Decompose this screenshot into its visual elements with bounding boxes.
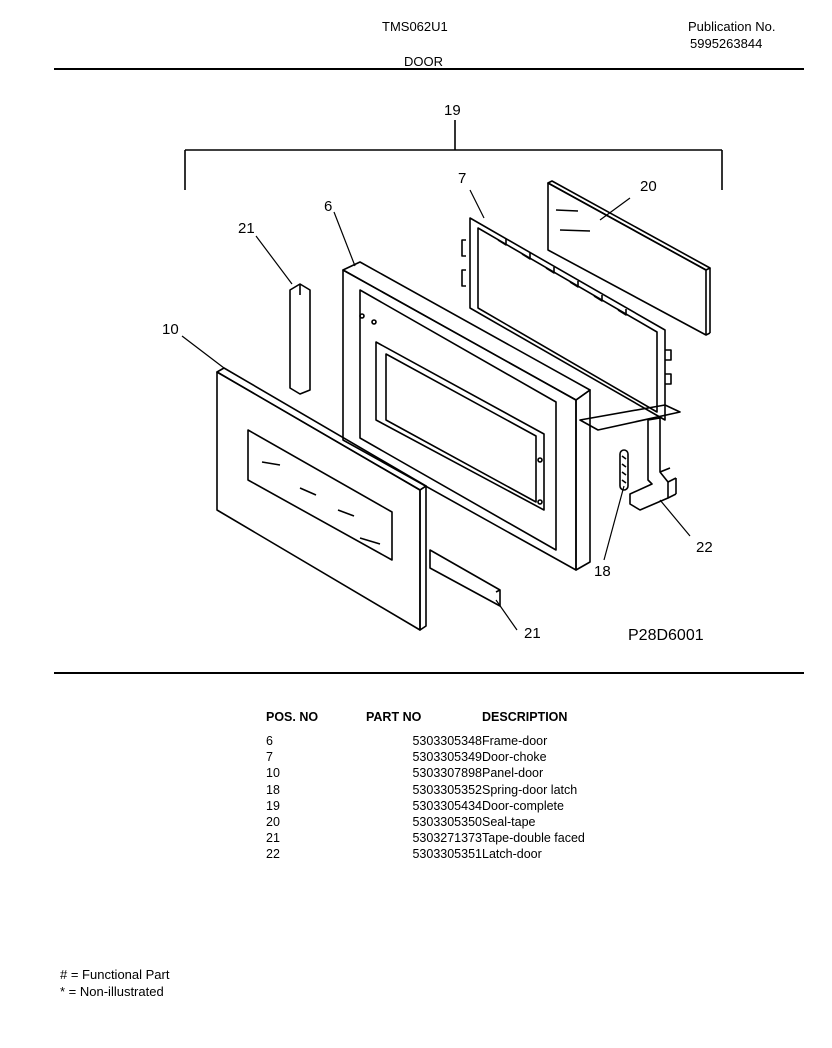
- cell-desc: Spring-door latch: [482, 782, 578, 797]
- table-row: 10 5303307898 Panel-door: [266, 766, 662, 782]
- section-rule: [54, 672, 804, 674]
- cell-desc: Latch-door: [482, 847, 542, 862]
- drawing-id: P28D6001: [628, 627, 704, 644]
- callout-20: 20: [640, 178, 657, 195]
- table-row: 7 5303305349 Door-choke: [266, 750, 662, 766]
- callout-18: 18: [594, 563, 611, 580]
- model-number: TMS062U1: [382, 19, 448, 34]
- table-row: 21 5303271373 Tape-double faced: [266, 831, 662, 847]
- cell-pos: 7: [266, 750, 273, 765]
- cell-part: 5303271373: [412, 831, 482, 846]
- cell-desc: Door-choke: [482, 750, 547, 765]
- publication-number: 5995263844: [690, 36, 763, 51]
- callout-19: 19: [444, 102, 461, 119]
- cell-part: 5303305351: [412, 847, 482, 862]
- cell-part: 5303305352: [412, 782, 482, 797]
- table-row: 6 5303305348 Frame-door: [266, 734, 662, 750]
- cell-part: 5303305348: [412, 734, 482, 748]
- callout-21-upper: 21: [238, 220, 255, 237]
- cell-part: 5303305434: [412, 798, 482, 813]
- cell-pos: 22: [266, 847, 280, 862]
- cell-pos: 10: [266, 766, 280, 781]
- callout-10: 10: [162, 321, 179, 338]
- cell-desc: Frame-door: [482, 734, 548, 748]
- col-header-part: PART NO: [366, 710, 422, 724]
- cell-part: 5303305350: [412, 814, 482, 829]
- double-faced-tape-lower: [429, 549, 501, 607]
- seal-tape-part: [547, 180, 711, 336]
- cell-part: 5303305349: [412, 750, 482, 765]
- table-row: 22 5303305351 Latch-door: [266, 847, 662, 863]
- table-row: 18 5303305352 Spring-door latch: [266, 783, 662, 799]
- header-rule: [54, 68, 804, 70]
- callout-21-lower: 21: [524, 625, 541, 642]
- col-header-desc: DESCRIPTION: [482, 710, 568, 724]
- cell-pos: 21: [266, 831, 280, 846]
- legend-non-illustrated: * = Non-illustrated: [60, 984, 164, 999]
- callout-22: 22: [696, 539, 713, 556]
- double-faced-tape-upper: [289, 283, 311, 395]
- legend-functional: # = Functional Part: [60, 967, 170, 982]
- spring-part: [619, 449, 629, 491]
- cell-pos: 6: [266, 734, 273, 748]
- exploded-door-diagram: [181, 120, 723, 631]
- leader-lines: [181, 189, 691, 631]
- cell-desc: Door-complete: [482, 798, 564, 813]
- panel-door-part: [216, 367, 427, 631]
- cell-part: 5303307898: [412, 766, 482, 781]
- cell-pos: 20: [266, 814, 280, 829]
- callout-6: 6: [324, 198, 333, 215]
- parts-table: POS. NO PART NO DESCRIPTION 6 5303305348…: [266, 710, 662, 864]
- col-header-pos: POS. NO: [266, 710, 319, 724]
- table-row: 20 5303305350 Seal-tape: [266, 815, 662, 831]
- table-header-row: POS. NO PART NO DESCRIPTION: [266, 710, 662, 734]
- publication-label: Publication No.: [688, 19, 776, 34]
- cell-desc: Tape-double faced: [482, 831, 585, 846]
- cell-pos: 18: [266, 782, 280, 797]
- assembly-bracket: [184, 120, 723, 190]
- section-title: DOOR: [404, 54, 443, 69]
- table-row: 19 5303305434 Door-complete: [266, 799, 662, 815]
- frame-door-part: [342, 261, 591, 571]
- cell-desc: Seal-tape: [482, 814, 536, 829]
- callout-7: 7: [458, 170, 467, 187]
- door-choke-part: [461, 217, 681, 511]
- cell-desc: Panel-door: [482, 766, 544, 781]
- cell-pos: 19: [266, 798, 280, 813]
